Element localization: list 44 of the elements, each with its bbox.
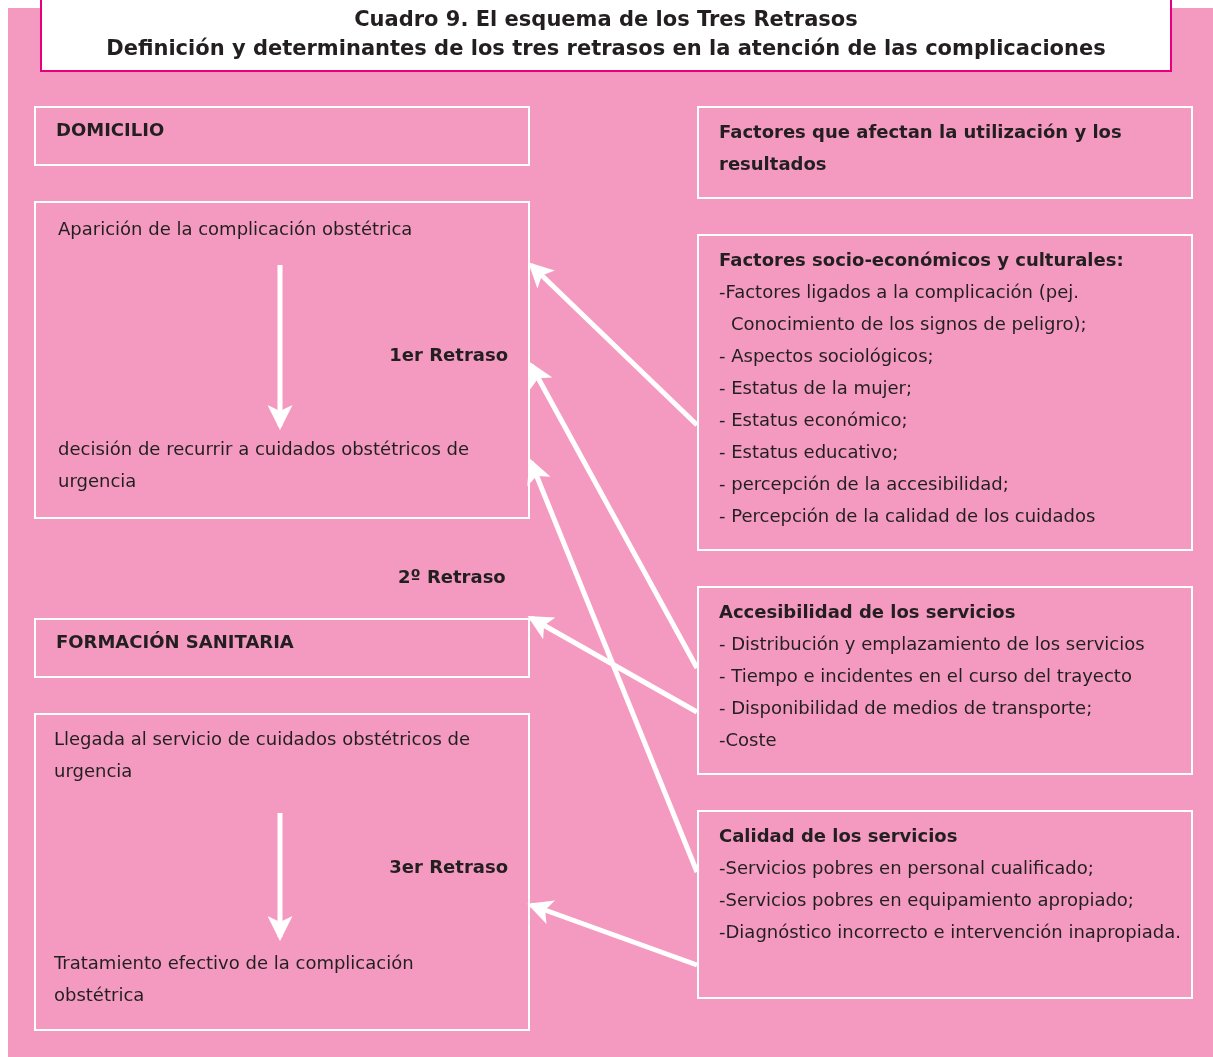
step-text: Tratamiento efectivo de la complicación obstétrica: [54, 947, 494, 1017]
heading: FORMACIÓN SANITARIA: [56, 630, 295, 654]
factor-item: -Diagnóstico incorrecto e intervención inapropiada.: [719, 920, 1181, 944]
arrow: [528, 361, 700, 670]
factor-item: -Coste: [719, 728, 778, 752]
arrow: [527, 615, 699, 715]
factor-item: - Tiempo e incidentes en el curso del trayecto: [719, 664, 1133, 688]
factor-item: -Factores ligados a la complicación (pej. Conocimiento de los signos de peligro);: [719, 280, 1088, 336]
arrow: [528, 262, 699, 427]
factor-box: [697, 234, 1193, 551]
heading: DOMICILIO: [56, 118, 166, 142]
factor-item: -Servicios pobres en personal cualificado;: [719, 856, 1095, 880]
factor-item: - Disponibilidad de medios de transporte;: [719, 696, 1094, 720]
step-text: Aparición de la complicación obstétrica: [58, 213, 518, 245]
stage-box: [34, 713, 530, 1031]
step-text: decisión de recurrir a cuidados obstétricos de urgencia: [58, 433, 498, 503]
box-heading: Accesibilidad de los servicios: [719, 600, 1017, 624]
arrow: [267, 813, 293, 941]
delay-label: 3er Retraso: [389, 855, 508, 879]
factor-item: - Distribución y emplazamiento de los servicios: [719, 632, 1146, 656]
delay-label: 2º Retraso: [398, 565, 506, 589]
subtitle: Definición y determinantes de los tres retrasos en la atención de las complicaciones: [105, 35, 1107, 62]
factor-item: - Aspectos sociológicos;: [719, 344, 935, 368]
heading: Factores que afectan la utilización y los resultados: [719, 120, 1123, 176]
arrow: [527, 900, 698, 968]
arrow: [267, 265, 293, 430]
box-heading: Factores socio-económicos y culturales:: [719, 248, 1125, 272]
factor-item: - Estatus de la mujer;: [719, 376, 914, 400]
step-text: Llegada al servicio de cuidados obstétricos de urgencia: [54, 723, 514, 793]
factor-box: [697, 810, 1193, 999]
heading-box: [34, 106, 530, 166]
stage-box: [34, 201, 530, 519]
factor-box: [697, 586, 1193, 775]
heading-box: [697, 106, 1193, 199]
arrow: [527, 458, 700, 873]
box-heading: Calidad de los servicios: [719, 824, 959, 848]
factor-item: - Percepción de la calidad de los cuidados: [719, 504, 1097, 528]
factor-item: - Estatus educativo;: [719, 440, 900, 464]
factor-item: -Servicios pobres en equipamiento apropiado;: [719, 888, 1135, 912]
delay-label: 1er Retraso: [389, 343, 508, 367]
factor-item: - Estatus económico;: [719, 408, 909, 432]
heading-box: [34, 618, 530, 678]
factor-item: - percepción de la accesibilidad;: [719, 472, 1010, 496]
title: Cuadro 9. El esquema de los Tres Retrasos: [353, 6, 859, 33]
